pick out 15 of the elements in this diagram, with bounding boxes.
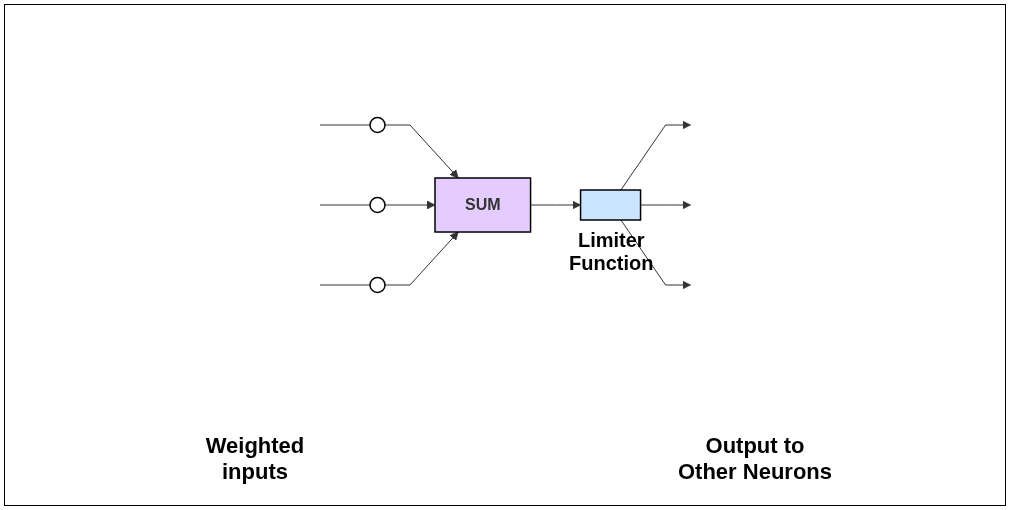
connector [319, 124, 371, 126]
node-box: SUM [433, 177, 532, 233]
arrow [384, 231, 459, 286]
node-circle [368, 116, 386, 134]
connector [319, 284, 371, 286]
arrow [620, 120, 691, 191]
node-picture [579, 189, 642, 221]
caption-text: Output to Other Neurons [677, 433, 833, 485]
caption-text: Weighted inputs [204, 433, 306, 485]
arrow [384, 124, 459, 179]
node-circle [368, 196, 386, 214]
node-circle [368, 276, 386, 294]
arrow [620, 219, 691, 290]
node-caption: Limiter Function [568, 229, 655, 275]
connector [319, 204, 371, 206]
